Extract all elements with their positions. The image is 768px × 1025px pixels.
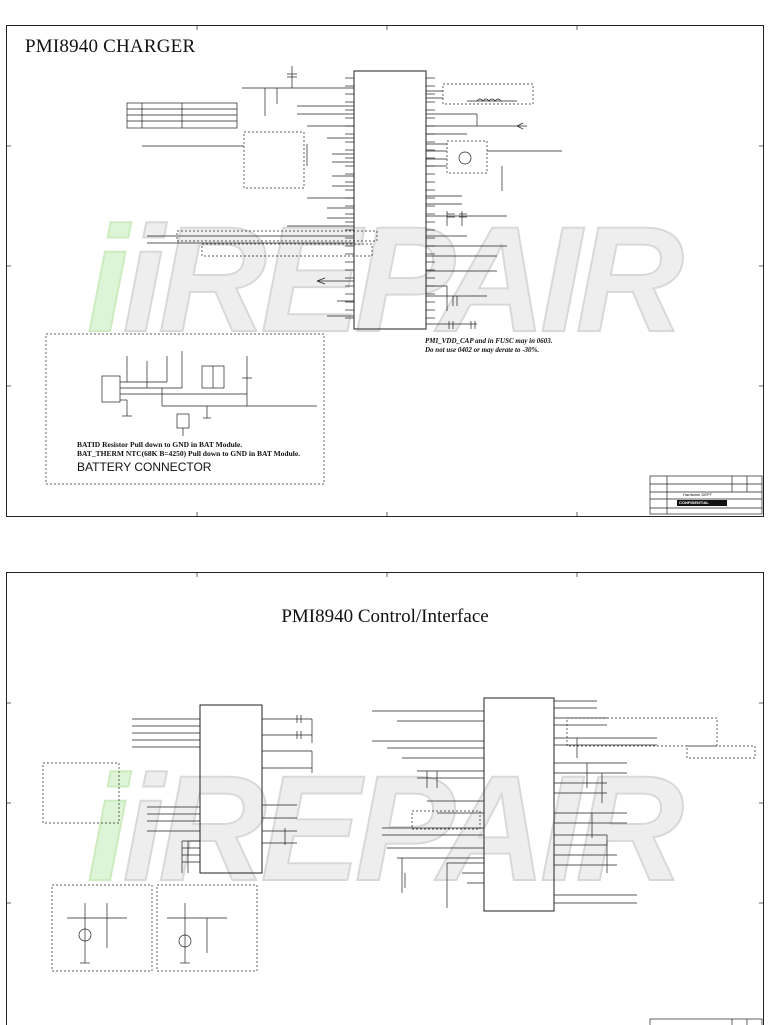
title-block-dept: Hardware DEPT [683,492,713,497]
sheet-title: PMI8940 CHARGER [25,36,196,57]
capacitor-note-line-2: Do not use 0402 or may derate to -30%. [425,346,540,354]
schematic-sheet-control-interface: PMI8940 Control/Interface iiREPAIR [6,572,764,1025]
charger-schematic-drawing [7,26,763,516]
sheet-title: PMI8940 Control/Interface [281,606,489,627]
control-interface-schematic-drawing [7,573,763,1025]
battery-connector-label: BATTERY CONNECTOR [77,460,212,474]
title-block-logo: CONFIDENTIAL [679,500,709,505]
battery-note-line-1: BATID Resistor Pull down to GND in BAT M… [77,440,243,449]
schematic-sheet-charger: PMI8940 CHARGER iiREPAIR [6,25,764,517]
battery-note-line-2: BAT_THERM NTC(68K B=4250) Pull down to G… [77,449,301,458]
capacitor-note-line-1: PMI_VDD_CAP and in FUSC may in 0603. [425,337,553,345]
